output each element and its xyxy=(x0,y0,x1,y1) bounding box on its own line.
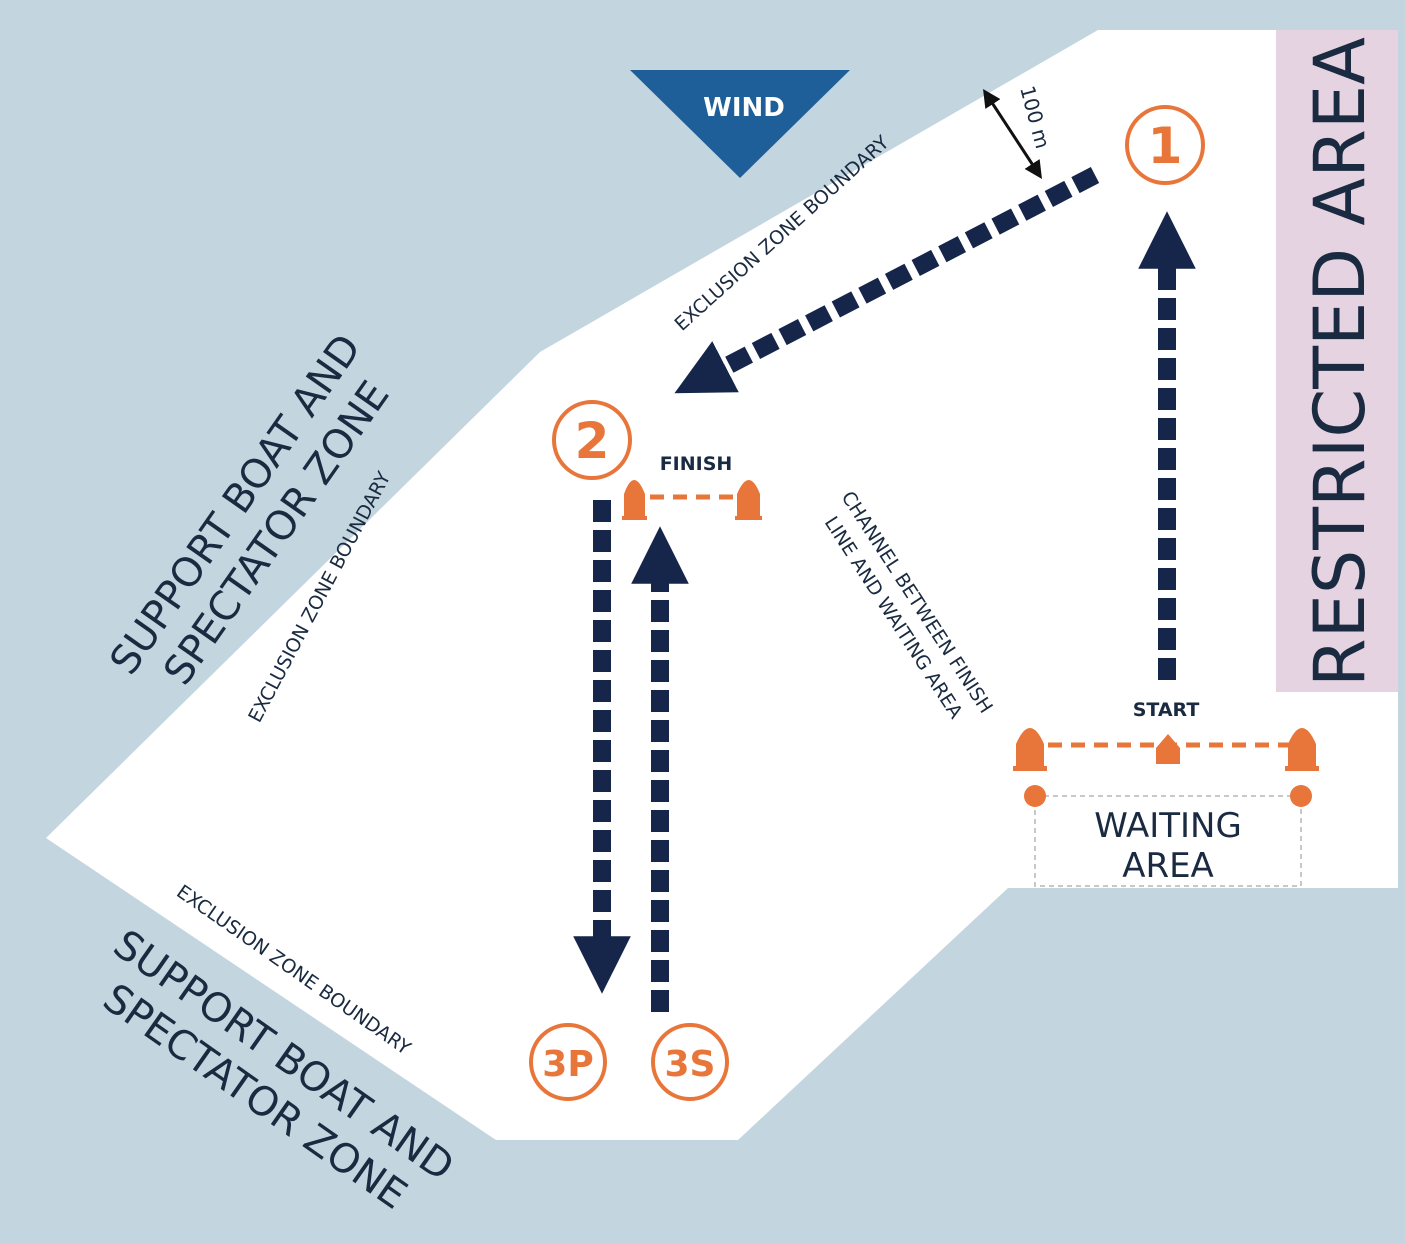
mark-3s: 3S xyxy=(651,1023,729,1101)
mark-3p: 3P xyxy=(529,1023,607,1101)
course-legs xyxy=(573,167,1196,1012)
mark-3p-label: 3P xyxy=(542,1044,593,1085)
start-buoy-left xyxy=(1016,728,1044,770)
distance-arrow xyxy=(983,88,1042,180)
finish-label: FINISH xyxy=(660,453,733,475)
finish-line: FINISH xyxy=(622,453,762,520)
start-line: START xyxy=(1013,699,1319,771)
mark-3s-label: 3S xyxy=(665,1044,716,1085)
mark-1: 1 xyxy=(1125,105,1205,185)
finish-buoy-left xyxy=(624,480,645,518)
exclusion-zone xyxy=(46,30,1398,1140)
wind-label: WIND xyxy=(703,93,785,123)
mark-3s-circle xyxy=(651,1023,729,1101)
mark-2: 2 xyxy=(552,400,632,480)
waiting-area-corner-left xyxy=(1024,785,1046,807)
waiting-area-corner-right xyxy=(1290,785,1312,807)
mark-1-circle xyxy=(1125,105,1205,185)
mark-2-label: 2 xyxy=(575,412,610,470)
start-label: START xyxy=(1133,699,1200,721)
restricted-area-label: RESTRICTED AREA xyxy=(1299,37,1381,687)
waiting-area-line1: WAITING xyxy=(1094,806,1242,846)
start-buoy-right xyxy=(1288,728,1316,770)
restricted-area xyxy=(1276,30,1398,692)
waiting-area-line2: AREA xyxy=(1122,846,1214,886)
finish-buoy-right xyxy=(737,480,760,518)
mark-3p-circle xyxy=(529,1023,607,1101)
waiting-area: WAITING AREA xyxy=(1024,785,1312,887)
mark-2-circle xyxy=(552,400,632,480)
mark-1-label: 1 xyxy=(1148,117,1183,175)
leg-1-to-2 xyxy=(674,167,1100,394)
waiting-area-box xyxy=(1034,795,1302,887)
start-mark-triangle xyxy=(1156,734,1180,764)
wind-indicator xyxy=(630,70,850,178)
